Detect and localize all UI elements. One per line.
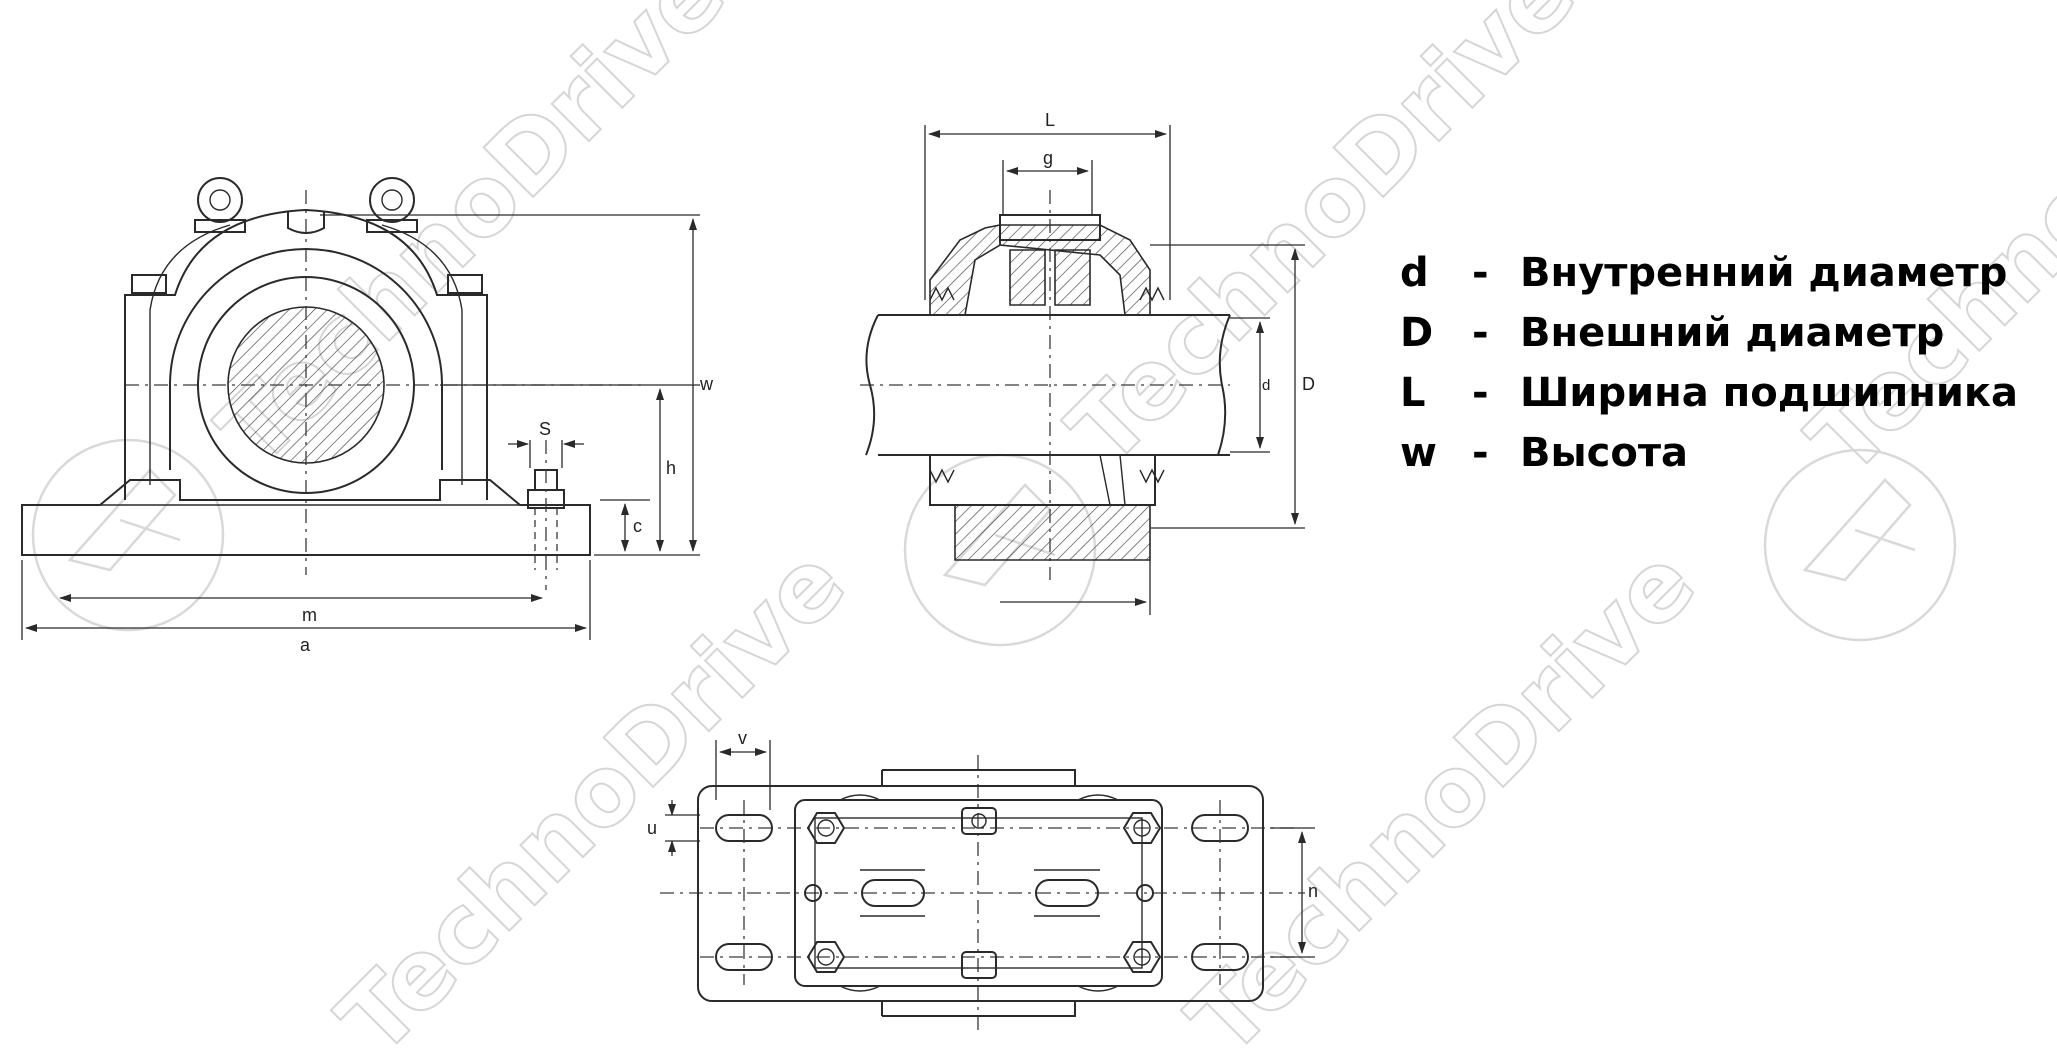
- dim-label-c: c: [633, 516, 642, 536]
- legend-separator: -: [1472, 430, 1489, 476]
- legend-separator: -: [1472, 310, 1489, 356]
- dim-label-v: v: [738, 728, 747, 748]
- legend-description: Внешний диаметр: [1520, 310, 1945, 356]
- dim-label-d: d: [1262, 377, 1270, 394]
- watermark-text: TechnoDrive: [317, 527, 866, 1054]
- legend-symbol: D: [1400, 310, 1434, 356]
- dim-label-h: h: [666, 458, 676, 478]
- legend-symbol: d: [1400, 250, 1429, 296]
- legend-description: Высота: [1520, 430, 1689, 476]
- dim-label-m: m: [302, 605, 317, 625]
- top-view: v u n: [647, 728, 1318, 1035]
- dim-label-w: w: [699, 374, 714, 394]
- legend-symbol: w: [1400, 430, 1437, 476]
- dim-label-s: S: [539, 419, 551, 439]
- front-view: a m S c h w: [21, 177, 714, 655]
- dim-label-n: n: [1308, 881, 1318, 901]
- legend-separator: -: [1472, 370, 1489, 416]
- dim-label-l: L: [1045, 110, 1055, 130]
- legend-separator: -: [1472, 250, 1489, 296]
- side-view: L g d D: [860, 110, 1315, 615]
- dim-label-outer-d: D: [1302, 374, 1315, 394]
- watermark-text: TechnoDrive: [1787, 0, 2057, 496]
- dim-label-a: a: [300, 635, 311, 655]
- dim-label-g: g: [1043, 148, 1053, 168]
- dim-label-u: u: [647, 818, 657, 838]
- watermark-logo: [31, 438, 225, 632]
- legend-description: Внутренний диаметр: [1520, 250, 2008, 296]
- legend-description: Ширина подшипника: [1520, 370, 2019, 416]
- watermark-logo: [1763, 448, 1957, 642]
- legend-symbol: L: [1400, 370, 1426, 416]
- watermark-text: TechnoDrive: [1167, 527, 1716, 1054]
